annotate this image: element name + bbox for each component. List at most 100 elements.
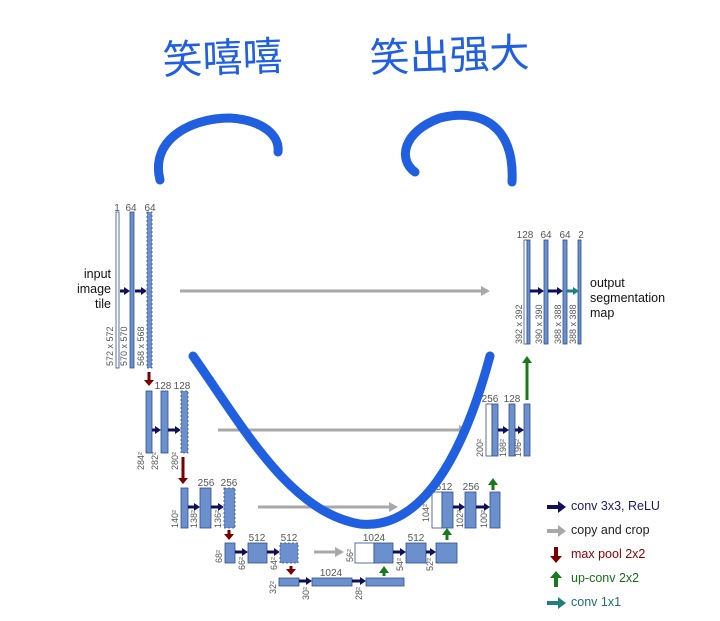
feature-map-block: [544, 240, 548, 344]
size-label: 282²: [150, 452, 160, 470]
feature-map-block: [181, 391, 188, 453]
size-label: 30²: [301, 587, 311, 600]
handwriting-left: 笑嘻嘻: [162, 34, 284, 84]
conv-arrowhead: [459, 503, 465, 511]
legend-conv-label: conv 3x3, ReLU: [571, 499, 660, 513]
conv-arrowhead: [124, 287, 130, 295]
size-label: 390 x 390: [534, 304, 544, 344]
channel-count-label: 128: [517, 230, 534, 241]
conv-arrowhead: [538, 287, 544, 295]
max-pool-arrowhead: [144, 380, 154, 386]
channel-count-label: 512: [408, 533, 425, 544]
feature-map-block: [486, 404, 492, 456]
handwriting-right: 笑出强大: [369, 30, 531, 82]
feature-map-block: [436, 543, 457, 563]
up-conv-arrowhead: [488, 478, 498, 485]
conv-arrow-icon: [545, 498, 567, 516]
input-label: input: [84, 267, 112, 281]
size-label: 32²: [268, 581, 278, 594]
legend-up-label: up-conv 2x2: [571, 571, 639, 585]
channel-count-label: 1024: [320, 568, 343, 579]
size-label: 198²: [498, 439, 508, 457]
max-pool-arrowhead: [224, 534, 234, 540]
size-label: 64²: [269, 557, 279, 570]
conv-arrowhead: [484, 503, 490, 511]
up-conv-arrowhead: [442, 528, 452, 535]
conv-arrowhead: [518, 426, 524, 434]
conv-arrowhead: [155, 426, 161, 434]
upconv-arrow-icon: [545, 570, 567, 588]
conv-arrowhead: [242, 548, 248, 556]
input-label: tile: [95, 297, 111, 311]
channel-count-label: 256: [198, 478, 215, 489]
feature-map-block: [225, 543, 235, 563]
size-label: 200²: [475, 439, 485, 457]
conv-arrowhead: [557, 287, 563, 295]
feature-map-block: [442, 492, 453, 528]
legend-conv: conv 3x3, ReLU: [545, 496, 715, 520]
conv1x1-arrow-icon: [545, 594, 567, 612]
feature-map-block: [524, 404, 530, 456]
size-label: 52²: [425, 558, 435, 571]
legend-conv1x1-label: conv 1x1: [571, 595, 621, 609]
max-pool-arrowhead: [178, 478, 188, 484]
copy-crop-arrowhead: [335, 547, 344, 557]
channel-count-label: 512: [249, 533, 266, 544]
feature-map-block: [490, 492, 500, 528]
channel-count-label: 1: [114, 203, 120, 214]
size-label: 392 x 392: [514, 304, 524, 344]
conv-arrowhead: [400, 548, 406, 556]
input-label: image: [77, 282, 111, 296]
size-label: 66²: [237, 557, 247, 570]
channel-count-label: 128: [504, 394, 521, 405]
output-label: output: [590, 276, 625, 290]
copy-crop-arrowhead: [481, 286, 490, 296]
feature-map-block: [563, 240, 567, 344]
legend-copy: copy and crop: [545, 520, 715, 544]
channel-count-label: 128: [155, 381, 172, 392]
legend-pool-label: max pool 2x2: [571, 547, 645, 561]
feature-map-block: [366, 578, 404, 586]
left-eye-scribble: [158, 118, 278, 180]
feature-map-block: [355, 543, 374, 563]
feature-map-block: [280, 543, 298, 563]
conv-arrowhead: [194, 503, 200, 511]
feature-map-block: [161, 391, 168, 453]
conv-arrowhead: [274, 548, 280, 556]
size-label: 570 x 570: [119, 326, 129, 366]
feature-map-block: [312, 578, 352, 586]
feature-map-block: [524, 240, 527, 344]
size-label: 568 x 568: [136, 326, 146, 366]
right-eye-scribble: [405, 115, 512, 182]
channel-count-label: 512: [281, 533, 298, 544]
channel-count-label: 64: [540, 230, 552, 241]
conv-arrowhead: [503, 426, 509, 434]
channel-count-label: 128: [174, 381, 191, 392]
channel-count-label: 256: [482, 394, 499, 405]
feature-map-block: [224, 488, 235, 528]
legend: conv 3x3, ReLU copy and crop max pool 2x…: [545, 496, 715, 616]
feature-map-block: [465, 492, 476, 528]
legend-conv1x1: conv 1x1: [545, 592, 715, 616]
feature-map-block: [248, 543, 267, 563]
channel-count-label: 64: [125, 203, 137, 214]
conv-arrowhead: [218, 503, 224, 511]
copy-crop-arrowhead: [389, 502, 398, 512]
size-label: 54²: [395, 558, 405, 571]
size-label: 280²: [170, 452, 180, 470]
channel-count-label: 256: [221, 478, 238, 489]
legend-pool: max pool 2x2: [545, 544, 715, 568]
size-label: 572 x 572: [105, 326, 115, 366]
feature-map-block: [146, 391, 152, 453]
legend-up: up-conv 2x2: [545, 568, 715, 592]
feature-map-block: [181, 488, 188, 528]
output-label: segmentation: [590, 291, 665, 305]
pool-arrow-icon: [545, 546, 567, 564]
channel-count-label: 256: [463, 482, 480, 493]
output-label: map: [590, 306, 614, 320]
size-label: 140²: [170, 510, 180, 528]
feature-map-block: [432, 492, 442, 528]
channel-count-label: 64: [144, 203, 156, 214]
size-label: 102²: [455, 510, 465, 528]
channel-count-label: 64: [559, 230, 571, 241]
